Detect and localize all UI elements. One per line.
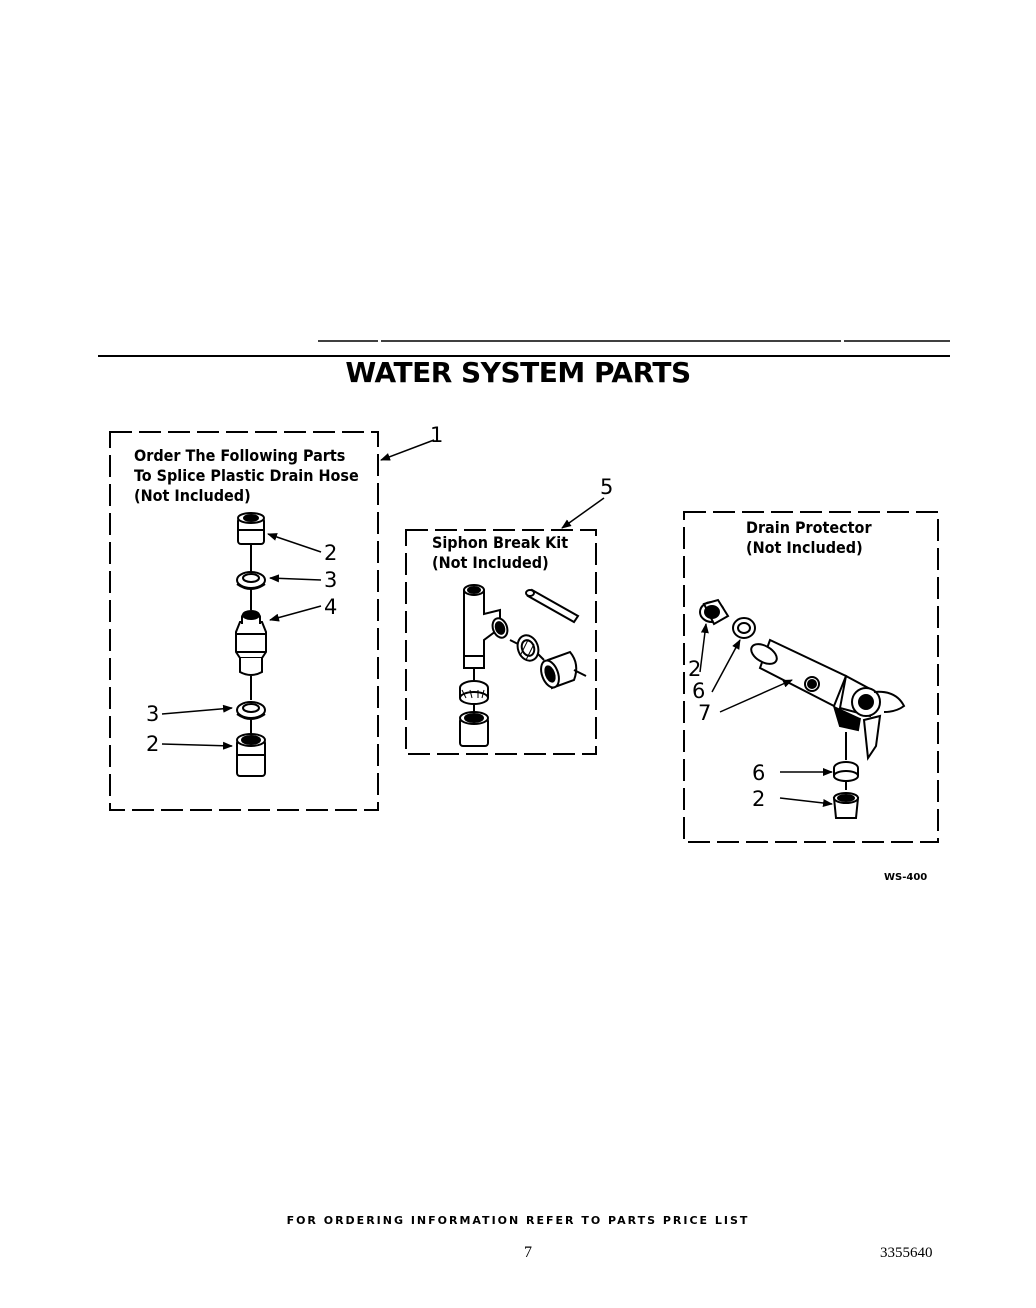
page-title: WATER SYSTEM PARTS [345,356,691,389]
callout-drain-7: 7 [698,701,712,725]
splice-box-line1: Order The Following Parts [134,446,346,465]
leader-4 [269,605,322,622]
drain-box-line1: Drain Protector [746,518,872,537]
drain-protector-parts [699,598,906,819]
diagram-code: WS-400 [884,872,928,883]
callout-drain-6-bottom: 6 [752,761,766,785]
siphon-clamp [516,634,540,662]
leader-1 [380,439,435,461]
drain-coupling-top [699,598,730,626]
splice-kit-box [109,431,379,811]
leader-2-top [267,533,322,553]
callout-drain-2-top: 2 [688,657,702,681]
siphon-kit-box [405,529,597,755]
siphon-box-line1: Siphon Break Kit [432,533,569,552]
leader-drain-2-bottom [779,797,833,807]
callout-1: 1 [430,423,444,447]
callout-3-bottom: 3 [146,702,160,726]
siphon-kit-parts [459,584,587,747]
header-rules [98,340,950,357]
connector-part-4 [235,610,267,676]
siphon-box-line2: (Not Included) [432,553,549,572]
document-number: 3355640 [880,1245,933,1261]
leader-drain-7 [719,679,793,713]
splice-box-line2: To Splice Plastic Drain Hose [134,466,359,485]
siphon-tee [463,584,509,669]
splice-kit-parts [235,512,267,777]
callout-drain-6-top: 6 [692,679,706,703]
drain-box-line2: (Not Included) [746,538,863,557]
siphon-clamp-bottom [459,680,489,705]
callout-5: 5 [600,475,614,499]
siphon-pin [525,588,580,624]
clamp-part-2-top [237,512,265,545]
clamp-ring-part-3-bottom [236,701,266,720]
callout-2-top: 2 [324,541,338,565]
drain-coupling-bottom [832,792,860,819]
leader-drain-2-top [699,623,709,673]
callout-drain-2-bottom: 2 [752,787,766,811]
siphon-coupling [540,650,578,690]
leader-drain-6-top [711,639,741,693]
splice-box-line3: (Not Included) [134,486,251,505]
drain-protector-box [683,511,939,843]
callout-3-top: 3 [324,568,338,592]
callout-4: 4 [324,595,338,619]
leader-3-top [269,574,322,583]
callout-2-bottom: 2 [146,732,160,756]
drain-ring-top [732,617,756,639]
clamp-ring-part-3-top [236,571,266,590]
siphon-coupling-bottom [459,711,489,747]
clamp-part-2-bottom [236,733,266,777]
drain-protector-body [750,638,906,761]
leader-3-bottom [161,704,233,715]
leader-5 [561,497,605,529]
drain-ring-bottom [833,761,859,782]
page-number: 7 [524,1244,532,1261]
leader-2-bottom [161,741,233,750]
footer-note: FOR ORDERING INFORMATION REFER TO PARTS … [286,1214,750,1227]
